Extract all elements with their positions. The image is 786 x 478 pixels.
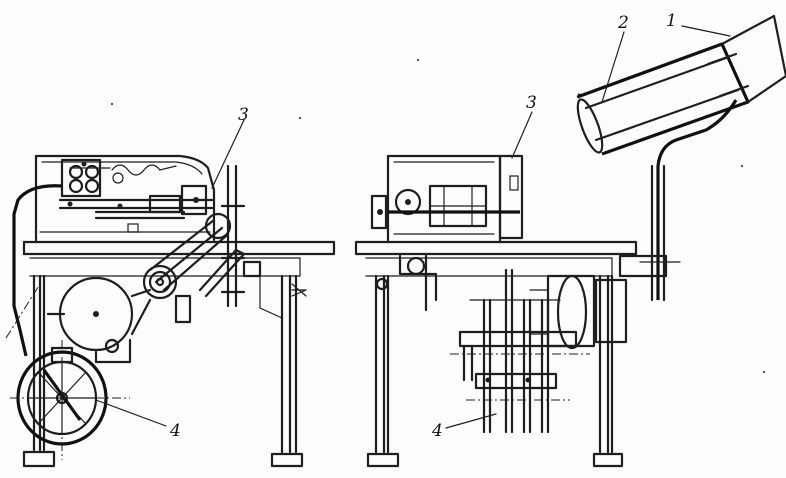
right-leader-4: [445, 413, 497, 429]
right-leader-2: [601, 31, 625, 103]
left-cable: [12, 184, 63, 357]
left-leader-3: [211, 119, 245, 189]
left-head-housing: [34, 154, 216, 242]
left-vertical-column: [226, 164, 238, 308]
callout-left-4: 4: [169, 421, 181, 441]
right-leader-1: [681, 25, 731, 37]
left-leader-4: [95, 399, 167, 427]
callout-right-4: 4: [431, 421, 443, 441]
left-mechanism-block: [60, 158, 102, 198]
paper-specks: [111, 59, 765, 373]
right-feed-tube: [576, 14, 786, 156]
callout-right-2: 2: [617, 13, 629, 33]
right-motor-drum: [546, 274, 596, 348]
right-support-arm: [656, 99, 738, 300]
left-elevation-view: 3 4: [5, 105, 336, 468]
left-table-top: [22, 240, 336, 256]
right-frame-legs: [374, 274, 614, 454]
callout-right-1: 1: [666, 11, 677, 31]
right-elevation-view: 1 2 3 4: [354, 11, 786, 468]
right-lower-rods: [458, 268, 578, 434]
callout-left-3: 3: [238, 105, 249, 125]
callout-right-3: 3: [526, 93, 537, 113]
right-table-top: [354, 240, 638, 256]
right-leader-3: [511, 111, 533, 159]
